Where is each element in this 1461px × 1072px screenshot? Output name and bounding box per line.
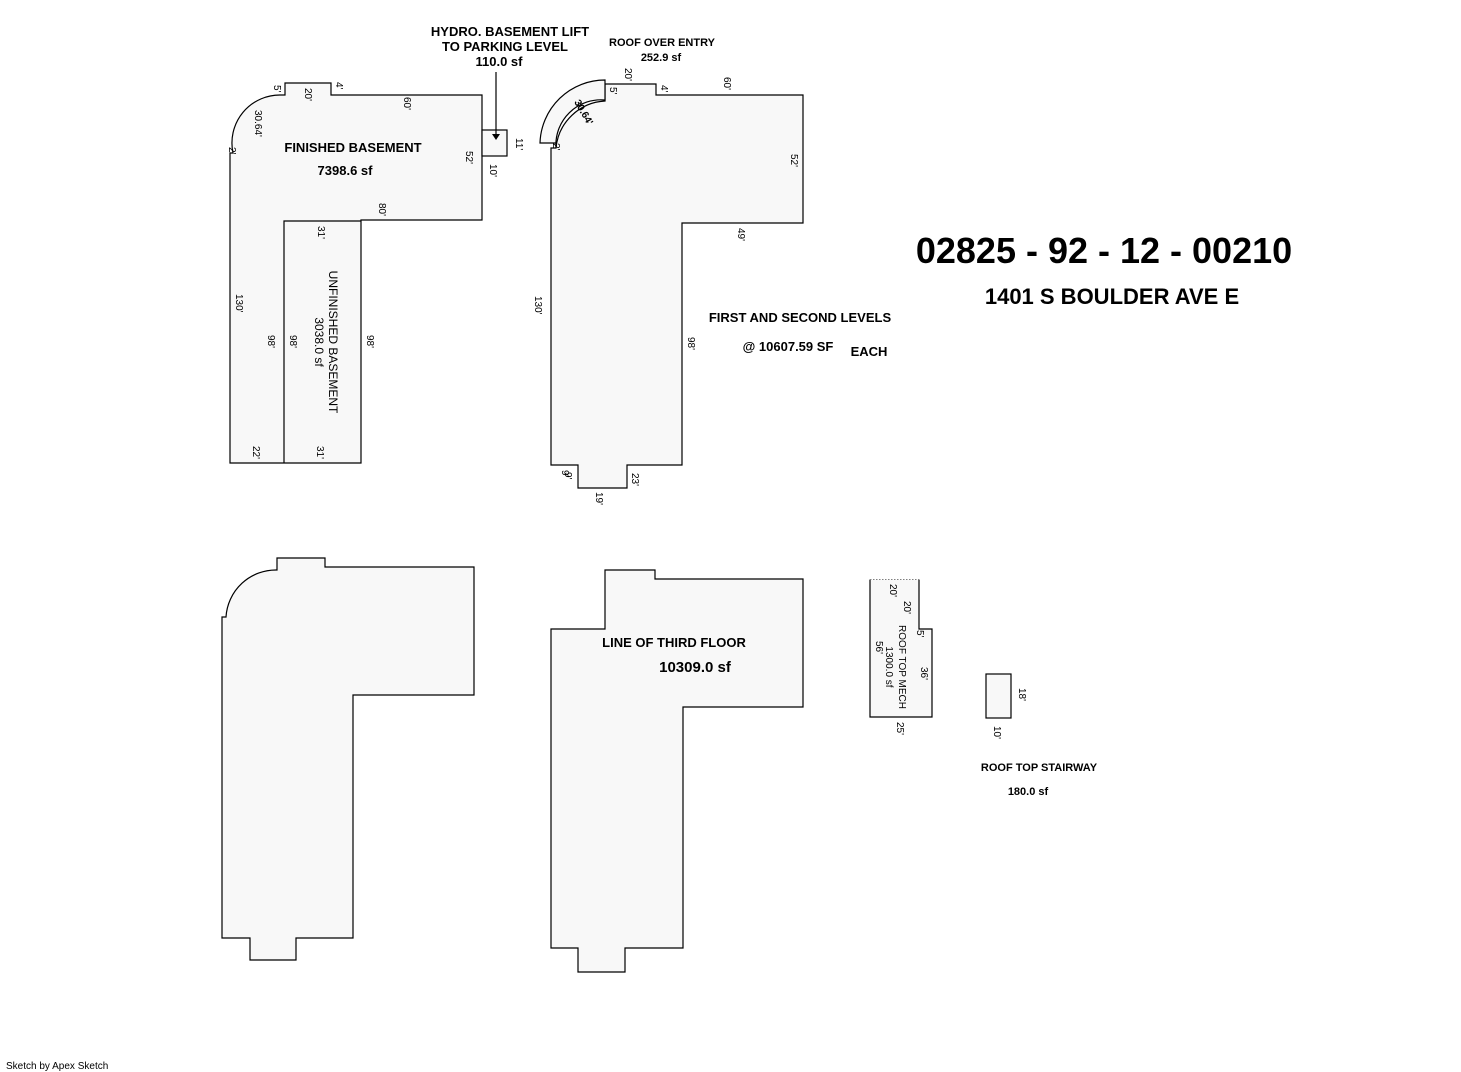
hydro-lift-box — [481, 129, 508, 157]
roof-over-entry-area: 252.9 sf — [641, 52, 682, 64]
third-floor-area: 10309.0 sf — [659, 659, 732, 676]
parcel-number: 02825 - 92 - 12 - 00210 — [916, 230, 1292, 271]
unfinished-basement-area: 3038.0 sf — [312, 317, 326, 367]
first-second-levels-each: EACH — [851, 344, 888, 359]
roof-top-stairway-box — [985, 673, 1012, 719]
dim-label: 31' — [315, 226, 326, 239]
dim-label: 5' — [271, 85, 282, 93]
dim-label: 49' — [735, 228, 746, 241]
first-second-levels-area: @ 10607.59 SF — [743, 339, 834, 354]
dim-label: 4' — [333, 82, 344, 90]
dim-label: 4' — [658, 85, 669, 93]
dim-label: 11' — [513, 138, 524, 150]
dim-label: 56' — [873, 641, 884, 654]
dim-label: 20' — [901, 601, 912, 614]
hydro-lift-label-line1: HYDRO. BASEMENT LIFT — [431, 24, 589, 39]
dim-label: 2' — [226, 147, 237, 155]
sketch-credit: Sketch by Apex Sketch — [6, 1061, 108, 1072]
hydro-lift-label-line2: TO PARKING LEVEL — [442, 39, 568, 54]
dim-label: 98' — [287, 335, 298, 348]
dim-label: 2' — [550, 143, 561, 151]
basement-plan — [229, 72, 508, 464]
dim-label: 22' — [250, 446, 261, 459]
unfinished-basement-label: UNFINISHED BASEMENT — [326, 271, 340, 414]
first-second-levels-outline — [550, 83, 804, 489]
dim-label: 9' — [559, 470, 570, 478]
roof-over-entry-label: ROOF OVER ENTRY — [609, 37, 716, 49]
dim-label: 60' — [721, 77, 732, 90]
dim-label: 10' — [991, 726, 1002, 739]
dim-label: 31' — [314, 446, 325, 459]
dim-label: 23' — [629, 473, 640, 486]
roof-top-mech-area: 1300.0 sf — [883, 646, 894, 687]
finished-basement-label: FINISHED BASEMENT — [284, 140, 421, 155]
finished-basement-area: 7398.6 sf — [318, 163, 374, 178]
dim-label: 20' — [302, 88, 313, 101]
hydro-lift-area: 110.0 sf — [476, 54, 524, 69]
roof-top-stairway-label: ROOF TOP STAIRWAY — [981, 762, 1098, 774]
dim-label: 20' — [622, 68, 633, 81]
dim-label: 98' — [265, 335, 276, 348]
dim-label: 98' — [364, 335, 375, 348]
dim-label: 130' — [532, 296, 543, 315]
dim-label: 52' — [463, 151, 474, 164]
hydro-lift-arrow-icon — [492, 134, 500, 140]
dim-label: 25' — [894, 722, 905, 735]
roof-top-mech-label: ROOF TOP MECH — [896, 625, 907, 709]
third-floor-label: LINE OF THIRD FLOOR — [602, 635, 746, 650]
finished-basement-outline — [229, 82, 483, 464]
dim-label: 130' — [233, 294, 244, 313]
dim-label: 10' — [487, 164, 498, 177]
dim-label: 9' — [562, 472, 573, 480]
property-address: 1401 S BOULDER AVE E — [985, 284, 1239, 309]
dim-label: 20' — [887, 584, 898, 597]
unfinished-basement-outline — [283, 220, 361, 463]
dim-label: 30.64' — [252, 110, 263, 137]
roof-top-mech-outline — [869, 580, 933, 718]
dim-label: 80' — [376, 203, 387, 216]
roof-top-stairway-area: 180.0 sf — [1008, 786, 1049, 798]
dim-label: 36' — [918, 667, 929, 680]
levels-plan — [539, 79, 804, 489]
dim-label: 19' — [593, 492, 604, 505]
dim-label: 60' — [401, 97, 412, 110]
lower-left-footprint — [221, 557, 475, 961]
dim-label: 52' — [788, 154, 799, 167]
dim-label: 18' — [1016, 688, 1027, 701]
dim-label: 5' — [607, 87, 618, 95]
third-floor-outline — [550, 569, 804, 973]
dim-label: 98' — [685, 337, 696, 350]
roof-over-entry-outline — [539, 79, 606, 149]
dim-label: 5' — [914, 630, 925, 638]
first-second-levels-label: FIRST AND SECOND LEVELS — [709, 310, 892, 325]
